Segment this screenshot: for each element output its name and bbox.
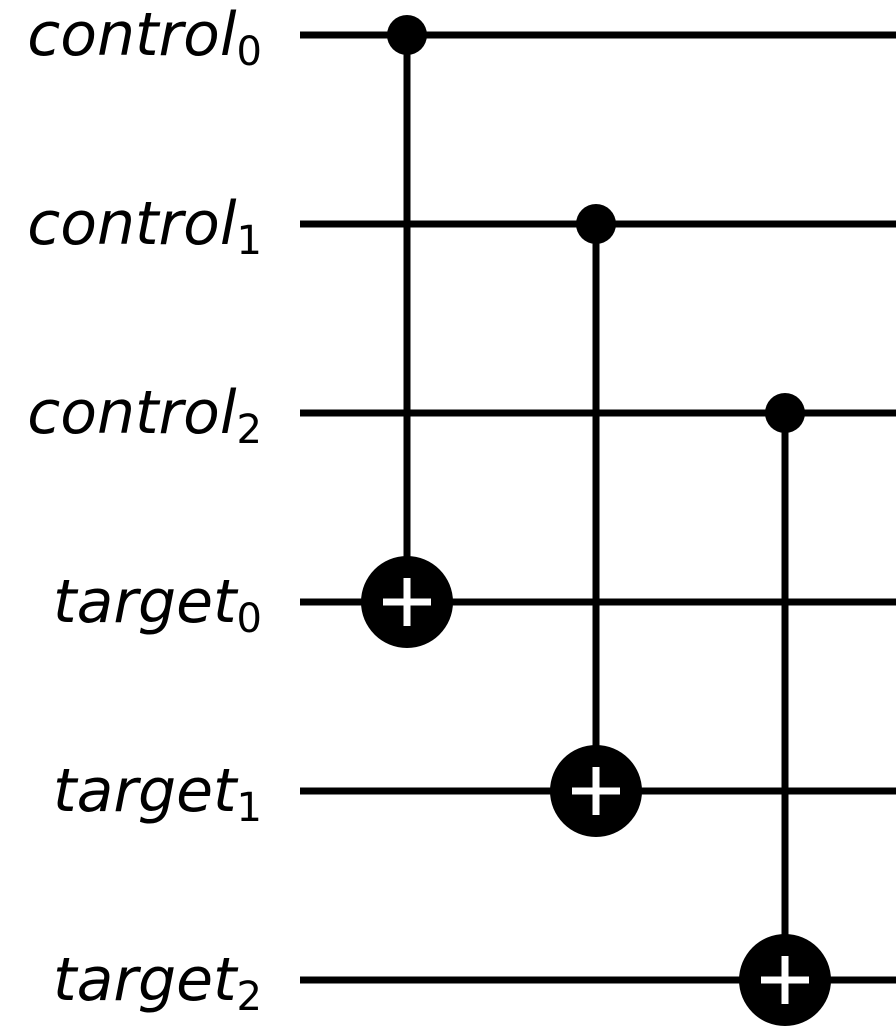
qubit-label-control-2: control2 [27, 378, 262, 453]
qubit-label-name: control [27, 189, 237, 259]
gates-layer [361, 15, 831, 1026]
qubit-label-index: 1 [237, 785, 262, 831]
qubit-label-control-1: control1 [27, 189, 262, 264]
qubit-label-target-1: target1 [53, 756, 262, 831]
cnot-gate-1 [550, 204, 642, 837]
qubit-label-name: target [53, 945, 239, 1015]
qubit-label-index: 0 [237, 29, 262, 75]
control-dot-icon [765, 393, 805, 433]
qubit-label-target-2: target2 [53, 945, 262, 1020]
qubit-label-name: control [27, 0, 237, 70]
qubit-label-control-0: control0 [27, 0, 262, 75]
qubit-label-name: target [53, 567, 239, 637]
qubit-label-index: 1 [237, 218, 262, 264]
labels-layer: control0control1control2target0target1ta… [27, 0, 262, 1020]
qubit-label-name: control [27, 378, 237, 448]
qubit-label-index: 0 [237, 596, 262, 642]
cnot-gate-0 [361, 15, 453, 648]
cnot-gate-2 [739, 393, 831, 1026]
control-dot-icon [576, 204, 616, 244]
control-dot-icon [387, 15, 427, 55]
qubit-label-index: 2 [237, 974, 262, 1020]
qubit-label-index: 2 [237, 407, 262, 453]
qubit-label-name: target [53, 756, 239, 826]
qubit-label-target-0: target0 [53, 567, 262, 642]
